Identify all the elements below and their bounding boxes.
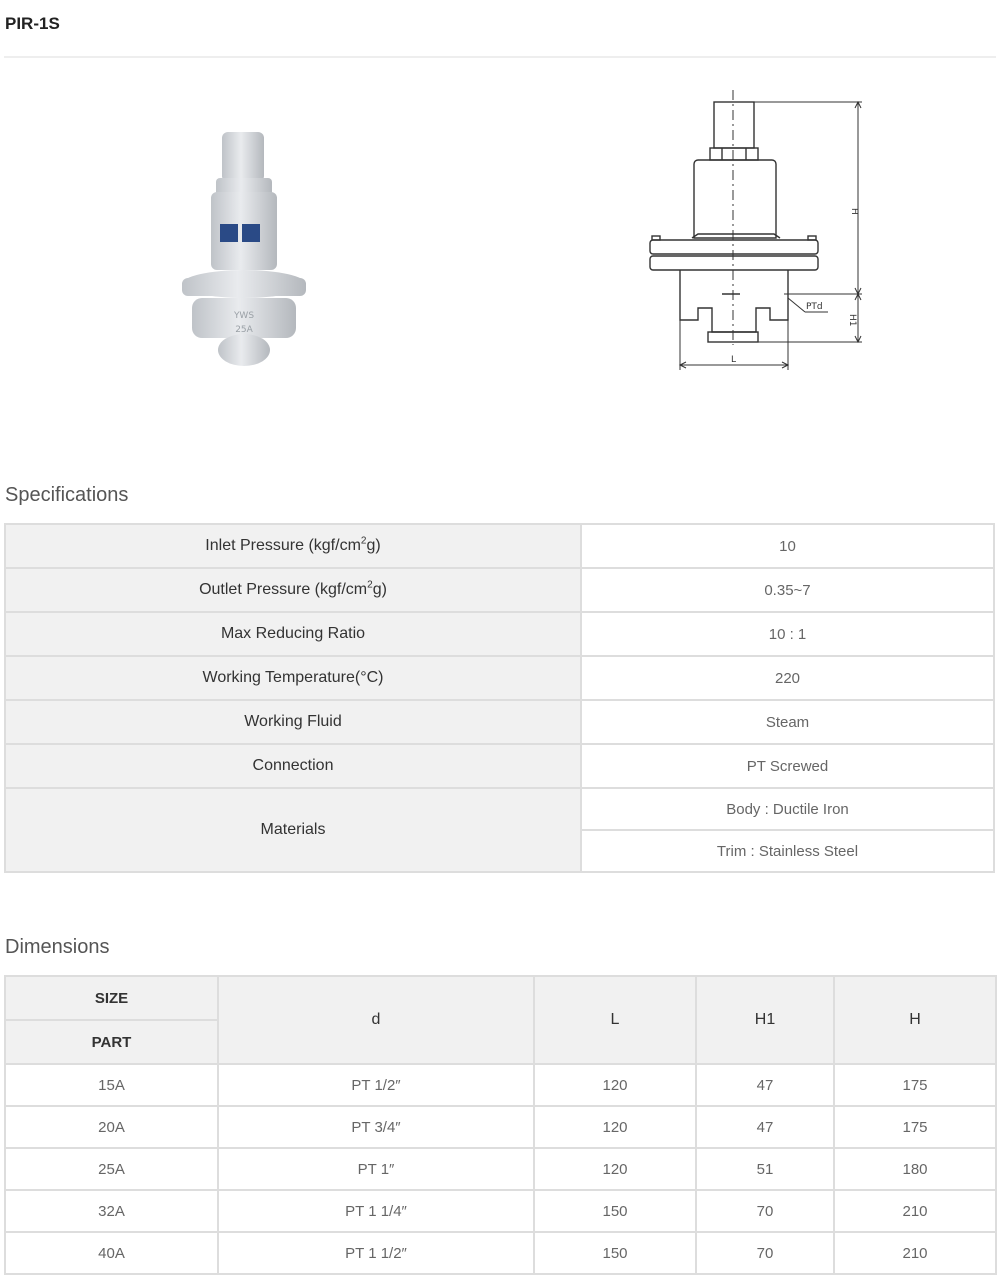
- cell-l: 120: [533, 1147, 697, 1191]
- spec-label: Max Reducing Ratio: [4, 611, 582, 657]
- dimensions-heading: Dimensions: [5, 936, 110, 958]
- cell-h1: 70: [695, 1231, 835, 1275]
- spec-row-working-fluid: Working Fluid Steam: [4, 699, 995, 745]
- header-part: PART: [4, 1019, 219, 1065]
- cell-d: PT 1 1/4″: [217, 1189, 535, 1233]
- table-row: 25A PT 1″ 120 51 180: [4, 1147, 997, 1191]
- spec-value: Steam: [580, 699, 995, 745]
- spec-row-connection: Connection PT Screwed: [4, 743, 995, 789]
- dim-header-row-2: PART: [4, 1019, 996, 1065]
- svg-text:YWS: YWS: [233, 311, 254, 321]
- cell-h: 175: [833, 1063, 997, 1107]
- spec-value: 0.35~7: [580, 567, 995, 613]
- spec-label: Working Temperature(°C): [4, 655, 582, 701]
- cell-h1: 70: [695, 1189, 835, 1233]
- cell-h1: 47: [695, 1063, 835, 1107]
- spec-value-trim: Trim : Stainless Steel: [580, 829, 995, 873]
- table-row: 15A PT 1/2″ 120 47 175: [4, 1063, 997, 1107]
- spec-row-inlet-pressure: Inlet Pressure (kgf/cm2g) 10: [4, 523, 995, 569]
- cell-l: 120: [533, 1105, 697, 1149]
- spec-row-outlet-pressure: Outlet Pressure (kgf/cm2g) 0.35~7: [4, 567, 995, 613]
- cell-size: 32A: [4, 1189, 219, 1233]
- spec-value: PT Screwed: [580, 743, 995, 789]
- cell-d: PT 1 1/2″: [217, 1231, 535, 1275]
- cell-d: PT 1″: [217, 1147, 535, 1191]
- h1-label: H1: [847, 314, 857, 327]
- cell-d: PT 1/2″: [217, 1063, 535, 1107]
- title-divider: [4, 56, 996, 58]
- cell-size: 20A: [4, 1105, 219, 1149]
- header-size: SIZE: [4, 975, 219, 1021]
- spec-label: Materials: [4, 787, 582, 873]
- header-h1: H1: [695, 975, 835, 1065]
- product-photo: YWS 25A: [182, 132, 306, 366]
- spec-row-working-temperature: Working Temperature(°C) 220: [4, 655, 995, 701]
- spec-value: 10: [580, 523, 995, 569]
- spec-row-max-reducing-ratio: Max Reducing Ratio 10 : 1: [4, 611, 995, 657]
- svg-text:25A: 25A: [235, 325, 253, 335]
- spec-row-materials: Materials Body : Ductile Iron: [4, 787, 995, 873]
- header-h: H: [833, 975, 997, 1065]
- spec-label: Connection: [4, 743, 582, 789]
- spec-label: Inlet Pressure (kgf/cm2g): [4, 523, 582, 569]
- l-label: L: [731, 355, 736, 365]
- cell-l: 120: [533, 1063, 697, 1107]
- spec-value-body: Body : Ductile Iron: [580, 787, 995, 831]
- spec-value: 220: [580, 655, 995, 701]
- cell-h: 180: [833, 1147, 997, 1191]
- h-label: H: [849, 208, 859, 215]
- table-row: 20A PT 3/4″ 120 47 175: [4, 1105, 997, 1149]
- cell-l: 150: [533, 1189, 697, 1233]
- cell-d: PT 3/4″: [217, 1105, 535, 1149]
- technical-drawing: PTd H H1 L: [649, 90, 862, 370]
- page-title: PIR-1S: [5, 14, 60, 33]
- cell-h1: 51: [695, 1147, 835, 1191]
- spec-row-materials-trim: Trim : Stainless Steel: [5, 829, 995, 873]
- spec-label: Outlet Pressure (kgf/cm2g): [4, 567, 582, 613]
- specifications-table: Inlet Pressure (kgf/cm2g) 10 Outlet Pres…: [4, 523, 995, 873]
- table-row: 32A PT 1 1/4″ 150 70 210: [4, 1189, 997, 1233]
- header-l: L: [533, 975, 697, 1065]
- spec-label: Working Fluid: [4, 699, 582, 745]
- cell-h: 210: [833, 1231, 997, 1275]
- cell-size: 15A: [4, 1063, 219, 1107]
- dim-header-row: SIZE d L H1 H: [4, 975, 997, 1065]
- cell-h1: 47: [695, 1105, 835, 1149]
- cell-l: 150: [533, 1231, 697, 1275]
- specifications-heading: Specifications: [5, 484, 129, 506]
- cell-h: 175: [833, 1105, 997, 1149]
- cell-size: 40A: [4, 1231, 219, 1275]
- cell-h: 210: [833, 1189, 997, 1233]
- header-d: d: [217, 975, 535, 1065]
- table-row: 40A PT 1 1/2″ 150 70 210: [4, 1231, 997, 1275]
- dimensions-table: SIZE d L H1 H PART 15A PT 1/2″ 120 47 17…: [4, 975, 997, 1275]
- ptd-label: PTd: [806, 302, 823, 312]
- cell-size: 25A: [4, 1147, 219, 1191]
- spec-value: 10 : 1: [580, 611, 995, 657]
